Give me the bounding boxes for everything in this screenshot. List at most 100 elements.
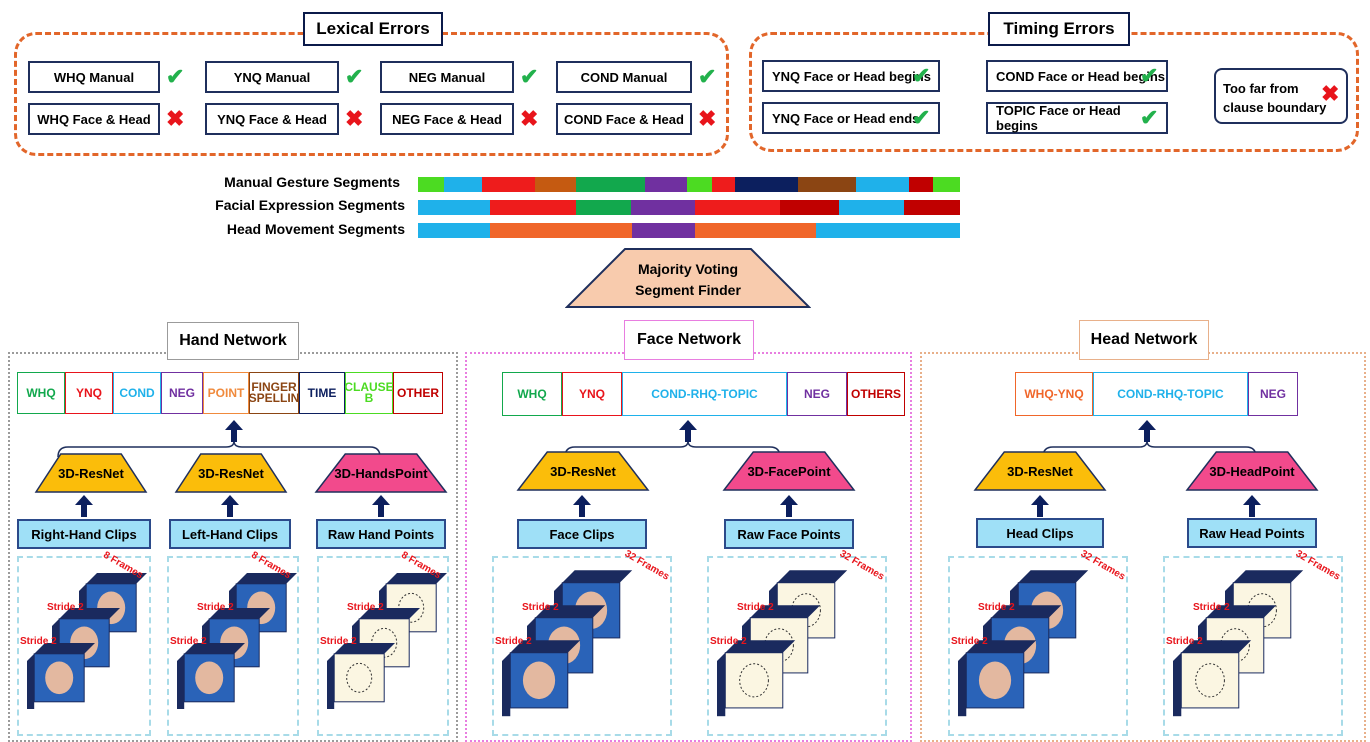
model-trapezoid [973,451,1107,491]
class-label: NEG [787,372,847,416]
head-points-frames [1173,570,1304,717]
stride-label: Stride 2 [737,602,774,613]
segment [687,177,712,192]
up-arrow-icon [685,428,691,442]
lexical-error-item: YNQ Manual [205,61,339,93]
model-label: 3D-HeadPoint [1209,463,1295,479]
check-icon: ✔ [1140,105,1159,130]
segment [576,200,631,215]
majority-voting-line2: Segment Finder [635,282,741,298]
head-segments-bar [418,223,960,238]
majority-voting-shape [565,248,811,308]
class-label: OTHERS [847,372,905,416]
segment [712,177,735,192]
cross-icon: ✖ [698,106,717,131]
up-arrow-icon [75,495,93,505]
class-label: YNQ [65,372,113,414]
stride-label: Stride 2 [495,636,532,647]
timing-error-item: COND Face or Head begins [986,60,1168,92]
segment [632,223,695,238]
up-arrow-icon [786,503,792,517]
check-icon: ✔ [345,64,364,89]
class-label: TIME [299,372,345,414]
face-points-frames [717,570,848,717]
up-arrow-icon [780,495,798,505]
frames-box [492,556,672,736]
class-label: WHQ [502,372,562,416]
clip-box: Head Clips [976,518,1104,548]
model-label: 3D-ResNet [58,465,124,481]
clip-box: Left-Hand Clips [169,519,291,549]
head-network-title: Head Network [1079,320,1209,360]
timing-errors-title: Timing Errors [988,12,1130,46]
stride-label: Stride 2 [347,602,384,613]
cross-icon: ✖ [166,106,185,131]
lexical-error-item: COND Manual [556,61,692,93]
clip-box: Raw Head Points [1187,518,1317,548]
frames-box [948,556,1128,736]
segment [904,200,960,215]
stride-label: Stride 2 [1166,636,1203,647]
segment [490,223,632,238]
segment [418,223,490,238]
up-arrow-icon [378,503,384,517]
lexical-error-item: YNQ Face & Head [205,103,339,135]
class-label: WHQ-YNQ [1015,372,1093,416]
class-label: COND [113,372,161,414]
lexical-error-item: WHQ Face & Head [28,103,160,135]
check-icon: ✔ [698,64,717,89]
right-hand-frames [27,573,147,709]
up-arrow-icon [1243,495,1261,505]
manual-segments-bar [418,177,960,192]
segment [695,223,816,238]
segment [815,223,960,238]
stride-label: Stride 2 [170,636,207,647]
check-icon: ✔ [912,63,931,88]
class-label: POINT [203,372,249,414]
segment [908,177,933,192]
clip-box: Raw Face Points [724,519,854,549]
too-far-box: Too far from clause boundary ✖ [1214,68,1348,124]
segment [645,177,687,192]
stride-label: Stride 2 [710,636,747,647]
segment [418,200,490,215]
stride-label: Stride 2 [20,636,57,647]
stride-label: Stride 2 [951,636,988,647]
up-arrow-icon [81,503,87,517]
clip-box: Raw Hand Points [316,519,446,549]
clip-box: Right-Hand Clips [17,519,151,549]
up-arrow-icon [1031,495,1049,505]
model-trapezoid [34,453,148,493]
class-label: CLAUSE B [344,372,394,414]
class-label: NEG [1248,372,1298,416]
up-arrow-icon [679,420,697,430]
lexical-errors-title: Lexical Errors [303,12,443,46]
up-arrow-icon [227,503,233,517]
up-arrow-icon [1249,503,1255,517]
up-arrow-icon [231,428,237,442]
lexical-error-item: NEG Manual [380,61,514,93]
up-arrow-icon [579,503,585,517]
timing-error-item: TOPIC Face or Head begins [986,102,1168,134]
class-label: COND-RHQ-TOPIC [622,372,787,416]
segment [797,177,856,192]
head-clip-frames [958,570,1089,717]
frames-box [317,556,449,736]
too-far-line1: Too far from [1223,81,1299,96]
stride-label: Stride 2 [1193,602,1230,613]
stride-label: Stride 2 [320,636,357,647]
clip-box: Face Clips [517,519,647,549]
segment [932,177,960,192]
lexical-error-item: COND Face & Head [556,103,692,135]
stride-label: Stride 2 [47,602,84,613]
timing-error-item: YNQ Face or Head begins [762,60,940,92]
up-arrow-icon [1144,428,1150,442]
segment [734,177,798,192]
cross-icon: ✖ [1321,81,1340,106]
head-segments-label: Head Movement Segments [226,221,405,237]
stride-label: Stride 2 [197,602,234,613]
segment [576,177,645,192]
model-trapezoid [516,451,650,491]
segment [780,200,839,215]
up-arrow-icon [573,495,591,505]
